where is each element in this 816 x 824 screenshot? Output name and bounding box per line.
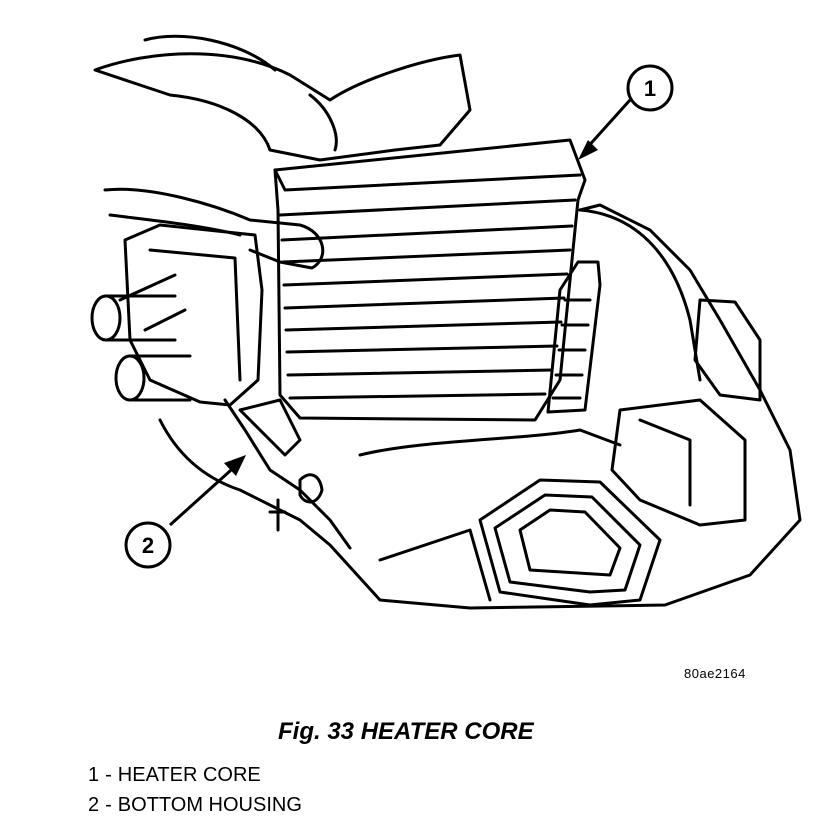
callout-1-number: 1 [644, 76, 656, 101]
heater-core-drawing [273, 138, 587, 422]
end-tank-drawing [90, 223, 264, 407]
bottom-housing-drawing [223, 398, 662, 607]
figure-caption: Fig. 33 HEATER CORE [278, 718, 534, 745]
callout-2-number: 2 [142, 533, 154, 558]
callout-1: 1 [578, 64, 674, 160]
legend-item-label: BOTTOM HOUSING [117, 794, 302, 816]
latch-post-drawing [546, 260, 602, 414]
legend-item-number: 2 [88, 794, 100, 816]
callout-2: 2 [124, 455, 246, 569]
upper-hand-drawing [93, 34, 472, 162]
heater-core-illustration: 1 2 [90, 34, 802, 610]
housing-shell-drawing [158, 203, 802, 610]
figure-code: 80ae2164 [684, 666, 746, 681]
illustration-svg: 1 2 [90, 34, 802, 610]
legend-item: 2-BOTTOM HOUSING [88, 794, 302, 816]
legend-item-number: 1 [88, 764, 100, 786]
callout-legend: 1-HEATER CORE 2-BOTTOM HOUSING [88, 760, 302, 820]
legend-item-label: HEATER CORE [117, 764, 261, 786]
legend-item: 1-HEATER CORE [88, 764, 261, 786]
